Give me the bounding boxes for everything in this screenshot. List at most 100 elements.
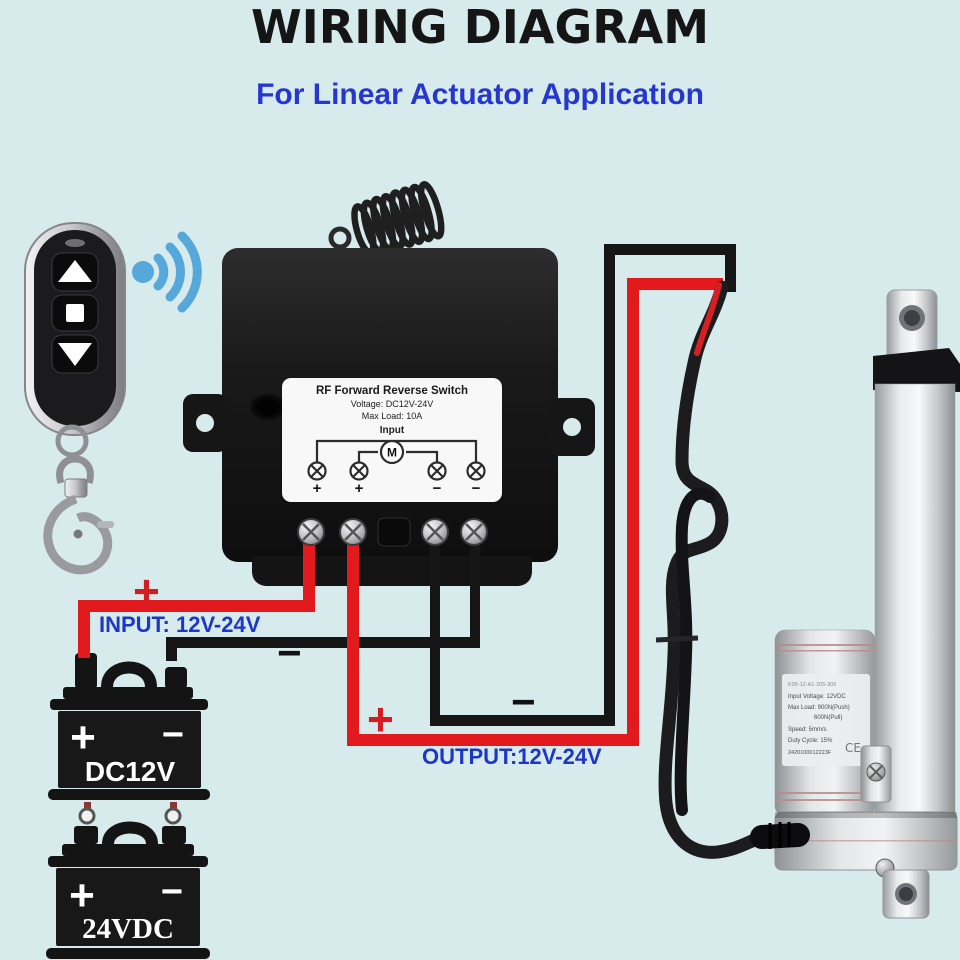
remote-clasp-collar [64,478,88,498]
antenna-loop [328,226,352,250]
battery1-minus-sign: − [162,714,184,756]
gearbox-shadow [775,812,957,818]
motor-line [357,450,439,462]
battery1-label: DC12V [85,756,176,787]
antenna-spring [351,180,445,256]
terminal-symbols [307,461,486,481]
wire-black-output-vertical [604,244,615,726]
battery1-post-negative [165,667,187,689]
stop-square-icon [66,304,84,322]
spec-speed: Speed: 5mm/s [788,727,827,733]
wire-red-output-horizontal [347,734,639,746]
motor-symbol: M [387,446,397,460]
input-minus-sign: − [277,629,302,676]
input-plus-sign: + [133,565,160,617]
battery1-post-positive [75,653,97,689]
spec-voltage: Input Voltage: 12VDC [788,694,846,700]
remote-split-ring [55,424,89,458]
wire-black-output-horizontal [430,715,615,726]
wire-black-output-from-terminal3 [430,540,440,726]
battery-24vdc: + − 24VDC [46,802,210,959]
receiver-mount-ear-right [550,398,595,456]
battery1-top-bar [50,699,208,710]
terminal-sign-4: − [472,480,481,496]
receiver-label: RF Forward Reverse Switch Voltage: DC12V… [282,378,502,502]
battery1-ledge [63,687,193,699]
battery2-bottom-bar [46,948,210,959]
battery2-minus-sign: − [161,871,183,913]
remote-swivel-ring [56,455,94,485]
gearbox-trim-ring [775,840,957,842]
mount-clevis-hole-inner [899,887,913,901]
battery2-post-negative [162,826,186,844]
spec-duty: Duty Cycle: 15% [788,738,833,744]
battery2-body [56,868,200,946]
clasp-trigger [97,521,114,528]
mount-hole-left [196,414,214,432]
terminal-sign-2: + [355,480,364,496]
motor-spec-text: K05-12-A1-205-305 Input Voltage: 12VDC M… [788,682,850,756]
boot-ridges [768,822,791,849]
up-arrow-icon [58,260,92,282]
receiver-voltage: Voltage: DC12V-24V [350,399,434,409]
output-minus-sign: − [511,678,536,725]
clasp-rivet [73,529,83,539]
battery1-bottom-bar [48,789,210,800]
rf-remote-control [24,222,126,575]
battery2-ledge [62,844,194,856]
receiver-circuit-diagram: Input M + + − − [307,425,486,497]
signal-arc-2 [165,242,185,302]
signal-arc-3 [177,231,202,313]
motor-trim-rings [775,644,875,801]
actuator-collar [873,348,960,392]
battery1-handle [101,661,157,688]
motor-spec-label [782,674,870,766]
receiver-antenna-coil [328,180,445,256]
output-plus-sign: + [367,693,394,745]
terminal-sign-1: + [313,480,322,496]
bracket-screw-slot [869,765,883,779]
cable-tie [655,635,699,643]
remote-led-icon [65,239,85,247]
spec-load-pull: 600N(Pull) [814,715,842,721]
page-title: WIRING DIAGRAM [250,0,710,54]
wire-red-output-top [627,278,723,290]
wire-black-to-cable [725,244,736,292]
terminal-screws [297,518,488,546]
battery2-post-positive [74,826,98,844]
wire-black-output-top [604,244,736,255]
input-voltage-label: INPUT: 12V-24V [99,612,261,637]
wire-black-to-battery-minus [166,637,177,661]
receiver-mount-ear-left [183,394,228,452]
wire-red-output-vertical [627,278,639,746]
battery1-plus-sign: + [70,713,96,762]
wire-red-to-battery-plus [78,600,90,658]
battery2-plus-sign: + [69,871,95,920]
rf-signal-icon [132,231,202,313]
battery1-body [58,711,201,788]
wire-red-output-from-terminal2 [347,540,359,746]
signal-dot [132,261,154,283]
cable-red-conductor [694,282,722,356]
battery2-top-bar [48,856,208,867]
receiver-terminal-screws [297,517,488,547]
receiver-bottom-lip [252,556,532,586]
spec-model: K05-12-A1-205-305 [788,682,836,688]
pairing-button [377,517,411,547]
wire-red-input-from-terminal1 [303,540,315,612]
mount-hole-right [563,418,581,436]
output-voltage-label: OUTPUT:12V-24V [422,744,602,769]
receiver-led-hole [250,394,286,420]
receiver-max-load: Max Load: 10A [361,411,423,421]
linear-actuator: K05-12-A1-205-305 Input Voltage: 12VDC M… [774,289,960,919]
wire-red-input-horizontal [78,600,315,612]
wire-black-input-horizontal [166,637,480,648]
ce-mark: CE [845,741,861,755]
battery2-label: 24VDC [82,913,174,945]
battery-dc12v: + − DC12V [48,653,210,800]
motor-circle [379,439,405,465]
battery2-handle [102,821,158,846]
spec-serial: 2420100012223F [788,750,832,756]
input-bracket-label: Input [380,425,405,436]
